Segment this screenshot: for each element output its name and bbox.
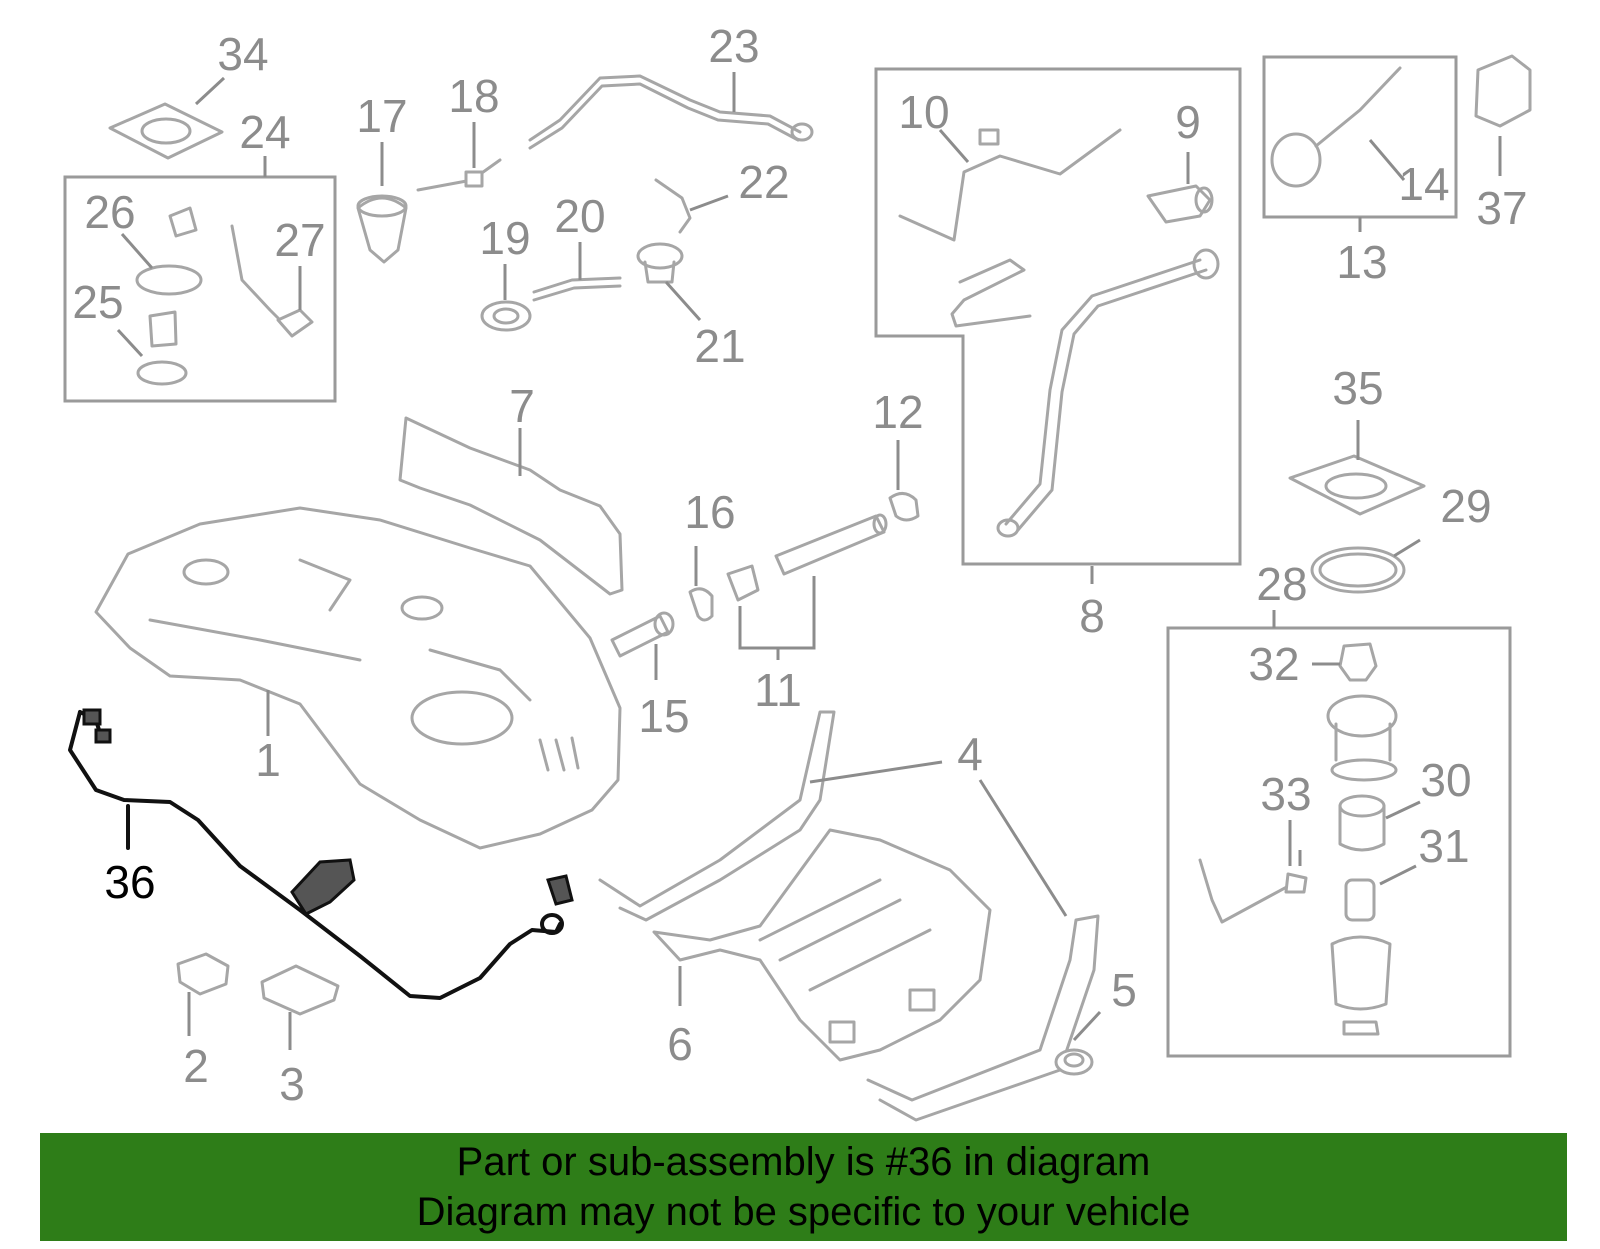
- part-12[interactable]: [888, 492, 920, 522]
- part-31[interactable]: [1344, 878, 1376, 922]
- part-26[interactable]: [135, 206, 203, 348]
- part-33[interactable]: [1198, 858, 1308, 924]
- label-8: 8: [1079, 590, 1105, 642]
- label-18: 18: [448, 70, 499, 122]
- part-17[interactable]: [356, 194, 408, 264]
- label-17: 17: [356, 90, 407, 142]
- group-box-24: [63, 175, 337, 403]
- label-29: 29: [1440, 480, 1491, 532]
- label-13: 13: [1336, 236, 1387, 288]
- part-14[interactable]: [1270, 66, 1402, 188]
- group-box-28: [1166, 626, 1512, 1058]
- label-7: 7: [509, 380, 535, 432]
- group-box-8: [874, 67, 1242, 566]
- part-35[interactable]: [1288, 454, 1426, 516]
- label-12: 12: [872, 386, 923, 438]
- label-9: 9: [1175, 96, 1201, 148]
- part-15[interactable]: [610, 611, 675, 658]
- label-35: 35: [1332, 362, 1383, 414]
- label-3: 3: [279, 1058, 305, 1110]
- part-6[interactable]: [652, 828, 992, 1062]
- part-37[interactable]: [1474, 54, 1532, 128]
- part-3[interactable]: [260, 964, 340, 1016]
- part-30[interactable]: [1338, 794, 1386, 852]
- banner-line-2: Diagram may not be specific to your vehi…: [416, 1190, 1191, 1234]
- part-5[interactable]: [1054, 1048, 1094, 1076]
- label-31: 31: [1418, 820, 1469, 872]
- label-36: 36: [104, 856, 155, 908]
- part-1[interactable]: [94, 506, 622, 850]
- label-16: 16: [684, 486, 735, 538]
- part-34[interactable]: [108, 102, 224, 160]
- part-18[interactable]: [416, 158, 502, 192]
- label-15: 15: [638, 690, 689, 742]
- part-4-strap-front[interactable]: [598, 710, 836, 922]
- part-27[interactable]: [230, 224, 314, 338]
- label-27: 27: [274, 214, 325, 266]
- part-19[interactable]: [480, 300, 532, 332]
- label-24: 24: [239, 106, 290, 158]
- part-2[interactable]: [176, 952, 230, 996]
- banner-line-1: Part or sub-assembly is #36 in diagram: [456, 1140, 1151, 1184]
- callout-labels: 34 24 26 27 25 17 18 23 22 19 20 21 10 9…: [72, 20, 1527, 1110]
- label-2: 2: [183, 1040, 209, 1092]
- label-32: 32: [1248, 638, 1299, 690]
- part-36-wiring-harness[interactable]: [68, 708, 574, 1000]
- part-4-strap-rear[interactable]: [866, 914, 1100, 1122]
- part-16[interactable]: [688, 587, 714, 622]
- label-30: 30: [1420, 754, 1471, 806]
- label-14: 14: [1398, 158, 1449, 210]
- part-29[interactable]: [1310, 546, 1406, 594]
- part-21[interactable]: [636, 242, 684, 284]
- part-10[interactable]: [898, 128, 1122, 328]
- label-28: 28: [1256, 558, 1307, 610]
- part-23[interactable]: [528, 74, 814, 150]
- label-34: 34: [217, 28, 268, 80]
- label-26: 26: [84, 186, 135, 238]
- part-9[interactable]: [1146, 184, 1214, 224]
- label-22: 22: [738, 156, 789, 208]
- part-11-hose[interactable]: [774, 513, 888, 576]
- label-5: 5: [1111, 964, 1137, 1016]
- part-25[interactable]: [136, 360, 188, 386]
- label-10: 10: [898, 86, 949, 138]
- label-11: 11: [754, 664, 802, 716]
- label-33: 33: [1260, 768, 1311, 820]
- part-32[interactable]: [1338, 642, 1378, 682]
- label-20: 20: [554, 190, 605, 242]
- label-37: 37: [1476, 182, 1527, 234]
- part-28-strainer[interactable]: [1330, 935, 1392, 1036]
- notice-banner: Part or sub-assembly is #36 in diagram D…: [40, 1133, 1567, 1241]
- label-23: 23: [708, 20, 759, 72]
- part-22[interactable]: [654, 178, 692, 234]
- label-21: 21: [694, 320, 745, 372]
- label-6: 6: [667, 1018, 693, 1070]
- label-19: 19: [479, 212, 530, 264]
- label-4a: 4: [957, 728, 983, 780]
- part-20[interactable]: [532, 276, 622, 302]
- part-28-module[interactable]: [1326, 694, 1398, 782]
- part-7[interactable]: [398, 416, 624, 596]
- leader-lines: [116, 72, 1502, 1050]
- part-8-filler-pipe[interactable]: [996, 248, 1220, 538]
- label-1: 1: [255, 734, 281, 786]
- part-11-clamp[interactable]: [726, 564, 760, 602]
- label-25: 25: [72, 276, 123, 328]
